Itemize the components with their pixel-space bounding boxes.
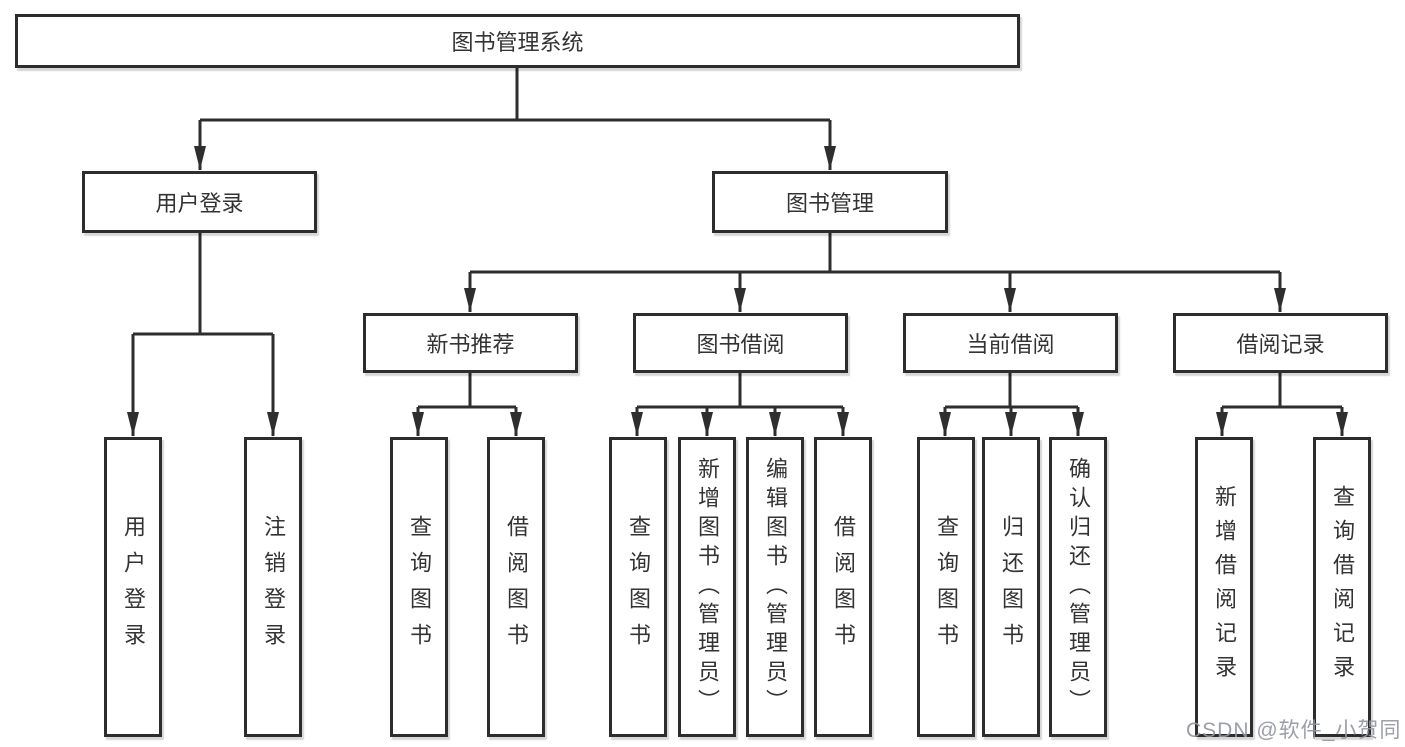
connector-current-borrow-children <box>939 373 1084 436</box>
leaf-confirm-return-admin: 确认归还（管理员） <box>1049 437 1107 737</box>
leaf-user-login: 用户登录 <box>104 437 162 737</box>
connector-root-to-level2 <box>194 68 836 170</box>
leaf-borrow-books-borrowing: 借阅图书 <box>814 437 872 737</box>
connector-book-borrow-children <box>631 373 849 436</box>
leaf-query-borrow-record: 查询借阅记录 <box>1313 437 1371 737</box>
node-library-system: 图书管理系统 <box>15 14 1020 68</box>
connector-borrow-records-children <box>1216 373 1348 436</box>
leaf-borrow-books-newbook: 借阅图书 <box>487 437 545 737</box>
leaf-query-books-current: 查询图书 <box>917 437 975 737</box>
connector-book-mgmt-children <box>464 233 1286 312</box>
node-book-management: 图书管理 <box>712 171 948 233</box>
leaf-query-books-newbook: 查询图书 <box>390 437 448 737</box>
csdn-watermark: CSDN @软件_小贺同学 <box>1186 719 1402 742</box>
leaf-return-books: 归还图书 <box>982 437 1040 737</box>
leaf-logout: 注销登录 <box>244 437 302 737</box>
node-user-login: 用户登录 <box>82 171 317 233</box>
connector-user-login-children <box>127 233 279 436</box>
leaf-query-books-borrowing: 查询图书 <box>609 437 667 737</box>
node-new-book-recommend: 新书推荐 <box>363 313 578 373</box>
node-book-borrowing: 图书借阅 <box>633 313 848 373</box>
leaf-edit-books-admin: 编辑图书（管理员） <box>746 437 804 737</box>
node-borrow-records: 借阅记录 <box>1173 313 1388 373</box>
leaf-add-books-admin: 新增图书（管理员） <box>678 437 736 737</box>
connector-new-book-children <box>412 373 522 436</box>
node-current-borrowing: 当前借阅 <box>903 313 1118 373</box>
leaf-add-borrow-record: 新增借阅记录 <box>1195 437 1253 737</box>
